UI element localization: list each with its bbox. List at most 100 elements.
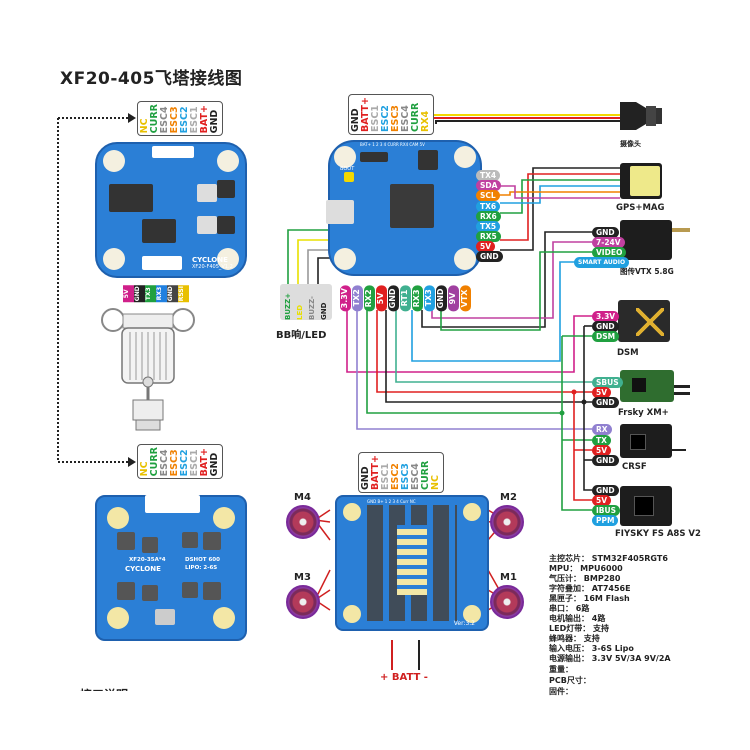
spec-value: 支持: [583, 634, 600, 643]
dsm-receiver: [618, 300, 670, 342]
spec-value: 支持: [593, 624, 609, 633]
esc-board: GND B+ 1 2 3 4 Curr NC Ver:3.2: [335, 495, 489, 631]
page-title: XF20-405飞塔接线图: [60, 69, 243, 89]
vtx-module: [620, 220, 672, 260]
spec-row: 固件：: [549, 686, 573, 697]
wire-gps-5v: [500, 173, 620, 241]
wire-gps-scl: [500, 191, 620, 196]
frsky-tag: GND: [592, 397, 619, 408]
crsf-tag: RX: [592, 424, 612, 435]
spec-row: LED灯带： 支持: [549, 623, 609, 634]
motor-label: M4: [294, 492, 311, 503]
boot-label: BOOT: [340, 166, 355, 172]
motor-label: M3: [294, 572, 311, 583]
fc-top-pin-header: GND BATT+ ESC1 ESC2 ESC3 ESC4 CURR RX4: [348, 94, 434, 135]
pin-tag: RX3: [412, 285, 423, 312]
crsf-tag: TX: [592, 435, 611, 446]
spec-key: 气压计：: [549, 574, 581, 583]
cut-off-heading: 接口说明: [80, 686, 128, 691]
fc-bottom-tags: 3.3V TX2 RX2 5V GND RT1 RX3 TX3 GND 9V V…: [340, 285, 472, 312]
spec-value: 16M Flash: [583, 594, 630, 603]
pin-tag: RT1: [400, 285, 411, 312]
bottom-left-esc-board: XF20-35A*4 CYCLONE DSHOT 600 LIPO: 2-6S: [95, 495, 247, 641]
spec-key: 重量：: [549, 665, 573, 674]
pin-tag: TX6: [476, 201, 501, 212]
spec-value: BMP280: [583, 574, 621, 583]
wire-frsky-sbus: [395, 310, 592, 383]
motor-m3: [286, 585, 320, 619]
spec-key: 蜂鸣器：: [549, 634, 581, 643]
spec-value: STM32F405RGT6: [591, 554, 668, 563]
wire-bus-green: [561, 336, 592, 511]
spec-row: 字符叠加： AT7456E: [549, 583, 631, 594]
flysky-tag: GND: [592, 485, 619, 496]
pin-label: NC: [430, 475, 441, 490]
wire-gps-gnd: [500, 167, 620, 251]
antenna-icon: [674, 392, 690, 395]
wire-rx2: [366, 310, 562, 414]
buzzer-label: BB响/LED: [276, 330, 327, 341]
usb-c-port: [326, 200, 354, 224]
wire-gps-tx5: [500, 185, 620, 204]
wire-gps-sda: [500, 185, 620, 199]
motor-m1: [490, 585, 524, 619]
pin-tag: TX4: [476, 170, 501, 181]
antenna-icon: [672, 228, 690, 232]
model-label: XF20-35A*4: [129, 557, 166, 563]
frsky-tag: SBUS: [592, 377, 623, 388]
spec-row: 气压计： BMP280: [549, 573, 620, 584]
pin-label: BUZZ+: [284, 292, 292, 320]
frsky-label: Frsky XM+: [618, 408, 669, 418]
spec-row: PCB尺寸：: [549, 675, 591, 686]
buzzer-connector: BUZZ+ LED BUZZ- GND: [280, 284, 332, 320]
spec-key: PCB尺寸：: [549, 676, 591, 685]
pin-label: GND: [320, 302, 328, 320]
spec-key: 字符叠加：: [549, 584, 589, 593]
flysky-receiver: [620, 486, 672, 526]
flysky-label: FIYSKY FS A8S V2: [615, 529, 701, 539]
wire-vtx-power: [431, 241, 592, 319]
spec-key: 串口：: [549, 604, 573, 613]
spec-value: AT7456E: [591, 584, 631, 593]
pin-tag: GND: [388, 285, 399, 312]
spec-row: 黑匣子： 16M Flash: [549, 593, 630, 604]
vtx-tag: GND: [592, 227, 619, 238]
dsm-tag: 3.3V: [592, 311, 620, 322]
spec-row: MPU： MPU6000: [549, 563, 623, 574]
lipo-label: LIPO: 2-6S: [185, 565, 218, 571]
top-left-board-pin-header: NC CURR ESC4 ESC3 ESC2 ESC1 BAT+ GND: [137, 101, 223, 137]
flysky-tag: IBUS: [592, 505, 620, 516]
pin-tag: SCL: [476, 190, 500, 201]
pin-tag: TX5: [476, 221, 501, 232]
wire-dsm-3v3: [346, 310, 592, 373]
wire-crsf-rx: [356, 310, 592, 430]
frsky-receiver: [620, 370, 674, 402]
pin-tag: TX3: [424, 285, 435, 312]
flight-controller-board: BOOT BAT+ 1 2 3 4 CURR RX4 CAM 5V: [326, 140, 482, 276]
crsf-label: CRSF: [622, 462, 647, 472]
vtx-tag: VIDEO: [592, 247, 627, 258]
spec-row: 重量：: [549, 664, 573, 675]
spec-value: 3.3V 5V/3A 9V/2A: [591, 654, 671, 663]
antenna-icon: [672, 449, 686, 451]
spec-row: 串口： 6路: [549, 603, 589, 614]
spec-row: 蜂鸣器： 支持: [549, 633, 600, 644]
dsm-label: DSM: [617, 348, 639, 358]
dotted-link-line: [57, 118, 128, 463]
pin-label: RX4: [420, 110, 431, 132]
crsf-tag: 5V: [592, 445, 612, 456]
pin-label: GND: [209, 452, 220, 477]
wire-frsky-gnd: [385, 310, 592, 403]
spec-key: 主控芯片：: [549, 554, 589, 563]
spec-key: 黑匣子：: [549, 594, 581, 603]
spec-key: MPU：: [549, 564, 578, 573]
arrow-icon: [128, 457, 136, 467]
spec-row: 电机输出： 4路: [549, 613, 605, 624]
spec-row: 输入电压： 3-6S Lipo: [549, 643, 634, 654]
spec-value: 3-6S Lipo: [591, 644, 634, 653]
pin-tag: RX5: [476, 231, 501, 242]
boot-button[interactable]: [344, 172, 354, 182]
brand-label: CYCLONE: [125, 565, 161, 573]
esc-pad-labels: GND B+ 1 2 3 4 Curr NC: [367, 499, 416, 504]
esc-pin-header: GND BATT+ ESC1 ESC2 ESC3 ESC4 CURR NC: [358, 452, 444, 493]
